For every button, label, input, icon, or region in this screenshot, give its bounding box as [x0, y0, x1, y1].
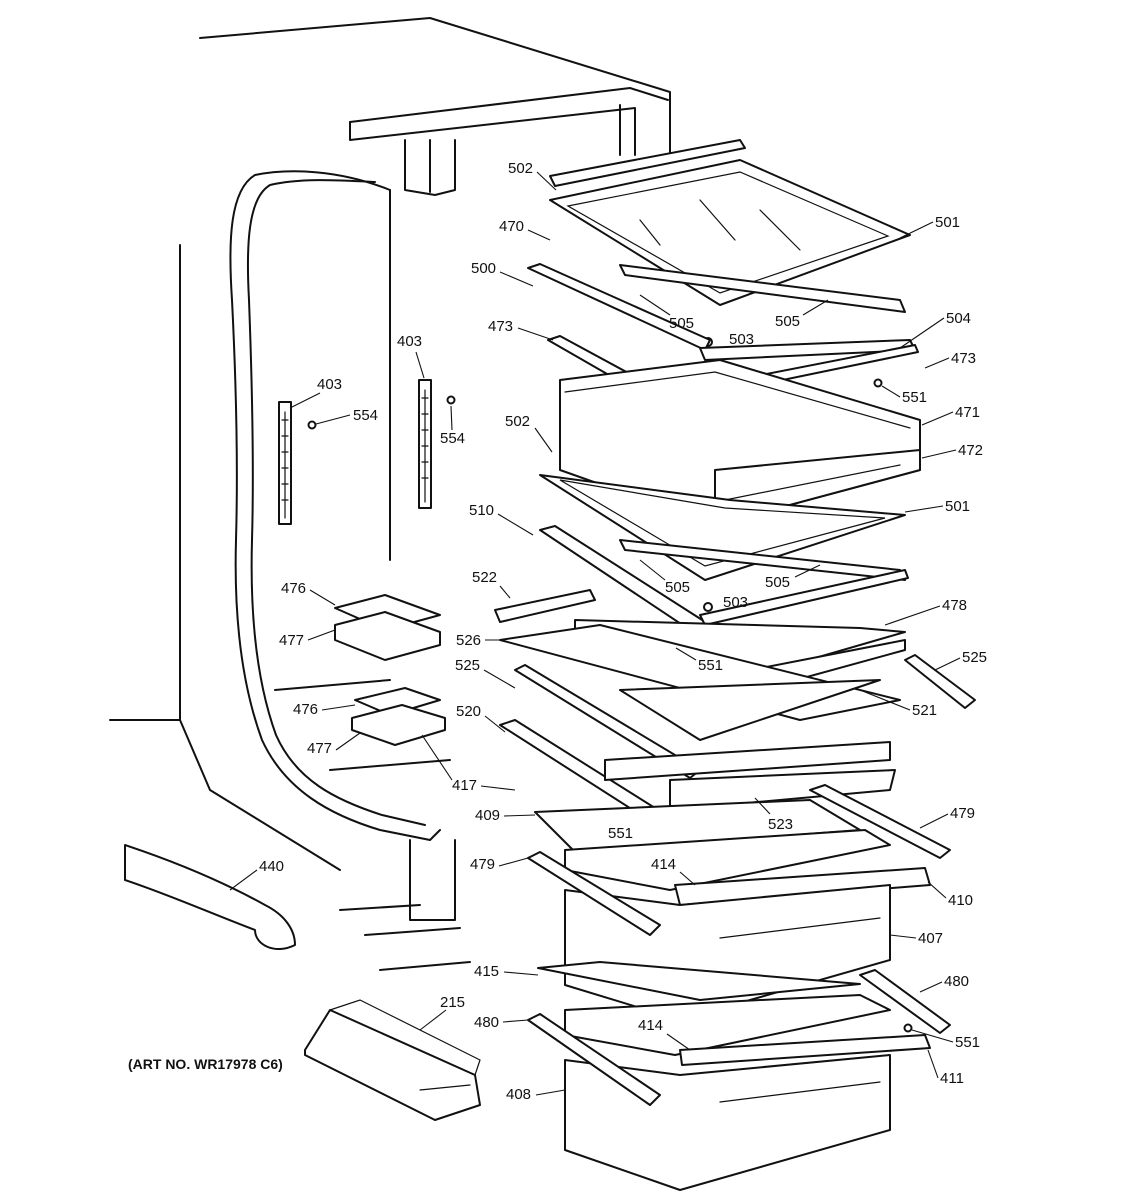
callout-480b: 480 [944, 973, 969, 990]
callout-480a: 480 [474, 1014, 499, 1031]
callout-411: 411 [940, 1070, 964, 1087]
callout-408: 408 [506, 1086, 531, 1103]
callout-415: 415 [474, 963, 499, 980]
callout-409: 409 [475, 807, 500, 824]
callout-470: 470 [499, 218, 524, 235]
shelf-ladder-left [278, 401, 292, 525]
callout-503b: 503 [723, 594, 748, 611]
callout-403b: 403 [397, 333, 422, 350]
callout-551b: 551 [698, 657, 723, 674]
callout-551c: 551 [608, 825, 633, 842]
callout-414b: 414 [638, 1017, 663, 1034]
callout-473a: 473 [488, 318, 513, 335]
slide-out-shelf [494, 589, 906, 741]
callout-471: 471 [955, 404, 980, 421]
callout-476a: 476 [281, 580, 306, 597]
callout-477a: 477 [279, 632, 304, 649]
door-gasket [229, 170, 441, 841]
art-number: (ART NO. WR17978 C6) [128, 1056, 283, 1072]
callout-502a: 502 [508, 160, 533, 177]
callout-551d: 551 [955, 1034, 980, 1051]
callout-520: 520 [456, 703, 481, 720]
callout-440: 440 [259, 858, 284, 875]
callout-414a: 414 [651, 856, 676, 873]
callout-477b: 477 [307, 740, 332, 757]
callout-525b: 525 [962, 649, 987, 666]
callout-501a: 501 [935, 214, 960, 231]
callout-407: 407 [918, 930, 943, 947]
callout-403a: 403 [317, 376, 342, 393]
callout-417: 417 [452, 777, 477, 794]
glass-shelf-middle [539, 474, 909, 639]
callout-410: 410 [948, 892, 973, 909]
crisper-drawer-lower [527, 969, 951, 1191]
crisper-drawer-upper [527, 829, 931, 1021]
callout-479b: 479 [950, 805, 975, 822]
callout-479a: 479 [470, 856, 495, 873]
callout-523: 523 [768, 816, 793, 833]
callout-501b: 501 [945, 498, 970, 515]
cabinet-outline [109, 17, 671, 971]
callout-472: 472 [958, 442, 983, 459]
callout-478: 478 [942, 597, 967, 614]
callout-500: 500 [471, 260, 496, 277]
spillproof-shelf [499, 719, 951, 859]
kickplate-440 [124, 844, 296, 950]
callout-554a: 554 [353, 407, 378, 424]
callout-504: 504 [946, 310, 971, 327]
callout-505c: 505 [665, 579, 690, 596]
callout-473b: 473 [951, 350, 976, 367]
callout-522: 522 [472, 569, 497, 586]
callout-503a: 503 [729, 331, 754, 348]
callout-521: 521 [912, 702, 937, 719]
dairy-bins-upper [334, 594, 441, 661]
callout-476b: 476 [293, 701, 318, 718]
callouts: 502 470 501 500 505 505 504 503 473 473 … [229, 160, 987, 1103]
shelf-ladder-right [418, 379, 432, 509]
door-bin-215 [304, 999, 481, 1121]
callout-505a: 505 [669, 315, 694, 332]
callout-505b: 505 [775, 313, 800, 330]
callout-554b: 554 [440, 430, 465, 447]
callout-502b: 502 [505, 413, 530, 430]
dairy-bins-lower [351, 687, 446, 746]
callout-551a: 551 [902, 389, 927, 406]
callout-525a: 525 [455, 657, 480, 674]
callout-526: 526 [456, 632, 481, 649]
callout-505d: 505 [765, 574, 790, 591]
callout-510: 510 [469, 502, 494, 519]
glass-shelf-top [549, 139, 911, 306]
callout-215: 215 [440, 994, 465, 1011]
